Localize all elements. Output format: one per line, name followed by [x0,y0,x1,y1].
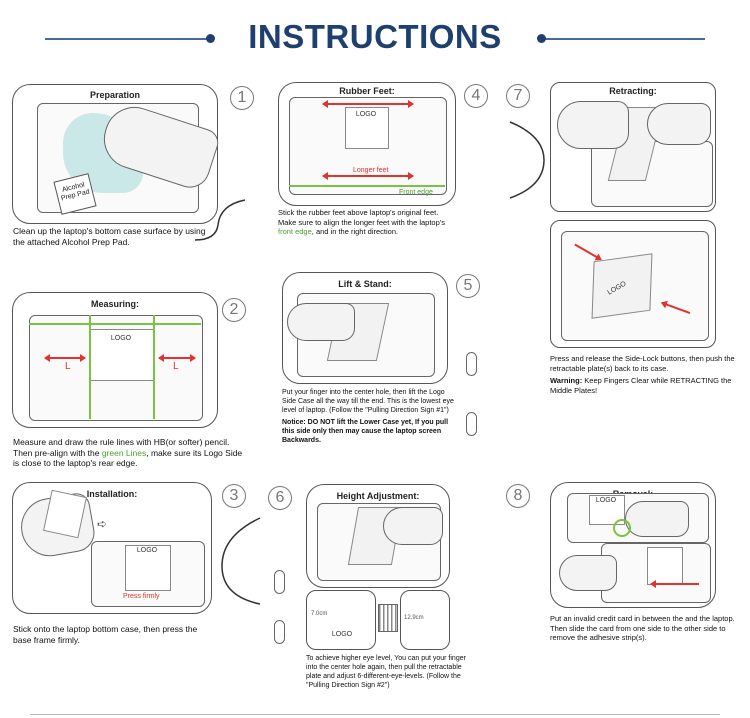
step-3-title: Installation: [86,489,138,499]
step-7-caption: Press and release the Side-Lock buttons,… [550,354,735,373]
step-4-number: 4 [464,84,488,108]
step-5-panel: Lift & Stand: [282,272,448,384]
base-frame [647,547,683,585]
step-8-number: 8 [506,484,530,508]
step-8-panel: Removal: LOGO [550,482,716,608]
title-rule-dot-right [537,34,546,43]
step-1-title: Preparation [89,90,140,100]
step-4-caption-green: front edge [278,227,312,236]
step-6-detail-high: 12.9cm [400,590,450,650]
step-5-title: Lift & Stand: [338,279,392,289]
front-edge-line [289,185,445,187]
step-2-caption-a: Measure and draw the rule lines with HB(… [13,437,230,458]
step-7-warning: Warning: Keep Fingers Clear while RETRAC… [550,376,740,395]
step-7-number: 7 [506,84,530,108]
measure-label-right: L [173,361,179,372]
logo-mark: LOGO [331,631,353,638]
step-2-caption-b: , make sure its Logo Side is close to th… [13,447,243,469]
logo-mark: LOGO [595,497,617,504]
step-4-panel: Rubber Feet: LOGO Longer feet Front edge [278,82,456,206]
hand-pressing [647,103,711,145]
step-2-number: 2 [222,298,246,322]
step-5-notice: Notice: DO NOT lift the Lower Case yet, … [282,419,449,444]
step-7-connector [509,121,545,199]
step-8-caption: Put an invalid credit card in between th… [550,614,735,642]
stepper-icon [378,604,398,632]
step-2-caption: Measure and draw the rule lines with HB(… [13,437,243,469]
height-label-high: 12.9cm [404,615,424,621]
logo-mark: LOGO [110,335,132,342]
measure-arrow [44,354,86,361]
step-6-caption: To achieve higher eye level, You can put… [306,655,466,689]
step-1-panel: Preparation Alcohol Prep Pad [12,84,222,224]
title-rule-dot-left [206,34,215,43]
step-7-title: Retracting: [609,86,657,96]
step-6-panel: Height Adjustment: [306,484,450,588]
measure-arrow [158,354,196,361]
step-4-caption-b: , and in the right direction. [311,227,399,236]
pill-decoration [466,412,477,436]
step-7-panel-b: LOGO [550,220,716,348]
hand-lifting [287,303,355,341]
step-6-detail-low: 7.0cm LOGO [306,590,376,650]
hand-pulling [383,507,443,545]
warning-label: Warning: [550,376,583,385]
step-3-number: 3 [222,484,246,508]
arrow-icon: ➪ [97,517,108,531]
pill-decoration [274,570,285,594]
base-frame [125,545,171,591]
step-3-caption: Stick onto the laptop bottom case, then … [13,624,198,645]
step-4-title: Rubber Feet: [339,86,395,96]
page-title: INSTRUCTIONS [248,18,502,55]
step-1-connector [194,199,246,241]
logo-mark: LOGO [355,111,377,118]
measure-label-left: L [65,361,71,372]
step-6-title: Height Adjustment: [336,491,420,501]
step-2-title: Measuring: [90,299,139,309]
step-1-caption: Clean up the laptop's bottom case surfac… [13,226,206,247]
step-6-number: 6 [268,486,292,510]
pill-decoration [274,620,285,644]
step-2-panel: Measuring: LOGO L L [12,292,218,428]
hand-pulling-strip [559,555,617,591]
green-line [29,323,201,325]
step-2-caption-green: green Lines [101,447,147,458]
base-frame [89,329,155,381]
step-1-number: 1 [230,86,254,110]
front-edge-label: Front edge [399,189,433,196]
step-4-caption-a: Stick the rubber feet above laptop's ori… [278,208,445,227]
slide-arrow [650,580,699,587]
pill-decoration [466,352,477,376]
bottom-divider [30,714,720,715]
prep-pad-label: Alcohol Prep Pad [60,181,91,203]
longer-feet-arrow [322,172,414,179]
hand-with-card [625,501,689,537]
title-rule-right [540,38,705,40]
step-4-caption: Stick the rubber feet above laptop's ori… [278,208,458,237]
warning-text: Keep Fingers Clear while RETRACTING the … [550,376,732,395]
longer-feet-label: Longer feet [353,167,389,174]
press-label: Press firmly [123,593,160,600]
step-3-connector [221,517,261,605]
green-line [89,315,91,419]
green-line [153,315,155,419]
step-5-caption: Put your finger into the center hole, th… [282,389,454,414]
feet-arrow-top [322,100,414,107]
hand-pressing [557,101,629,149]
height-label-low: 7.0cm [311,611,328,617]
base-frame [345,107,389,149]
magnifier-icon [613,519,631,537]
title-rule-left [45,38,210,40]
step-7-panel-a: Retracting: [550,82,716,212]
logo-mark: LOGO [136,547,158,554]
step-5-number: 5 [456,274,480,298]
step-3-panel: Installation: ➪ LOGO Press firmly [12,482,212,614]
